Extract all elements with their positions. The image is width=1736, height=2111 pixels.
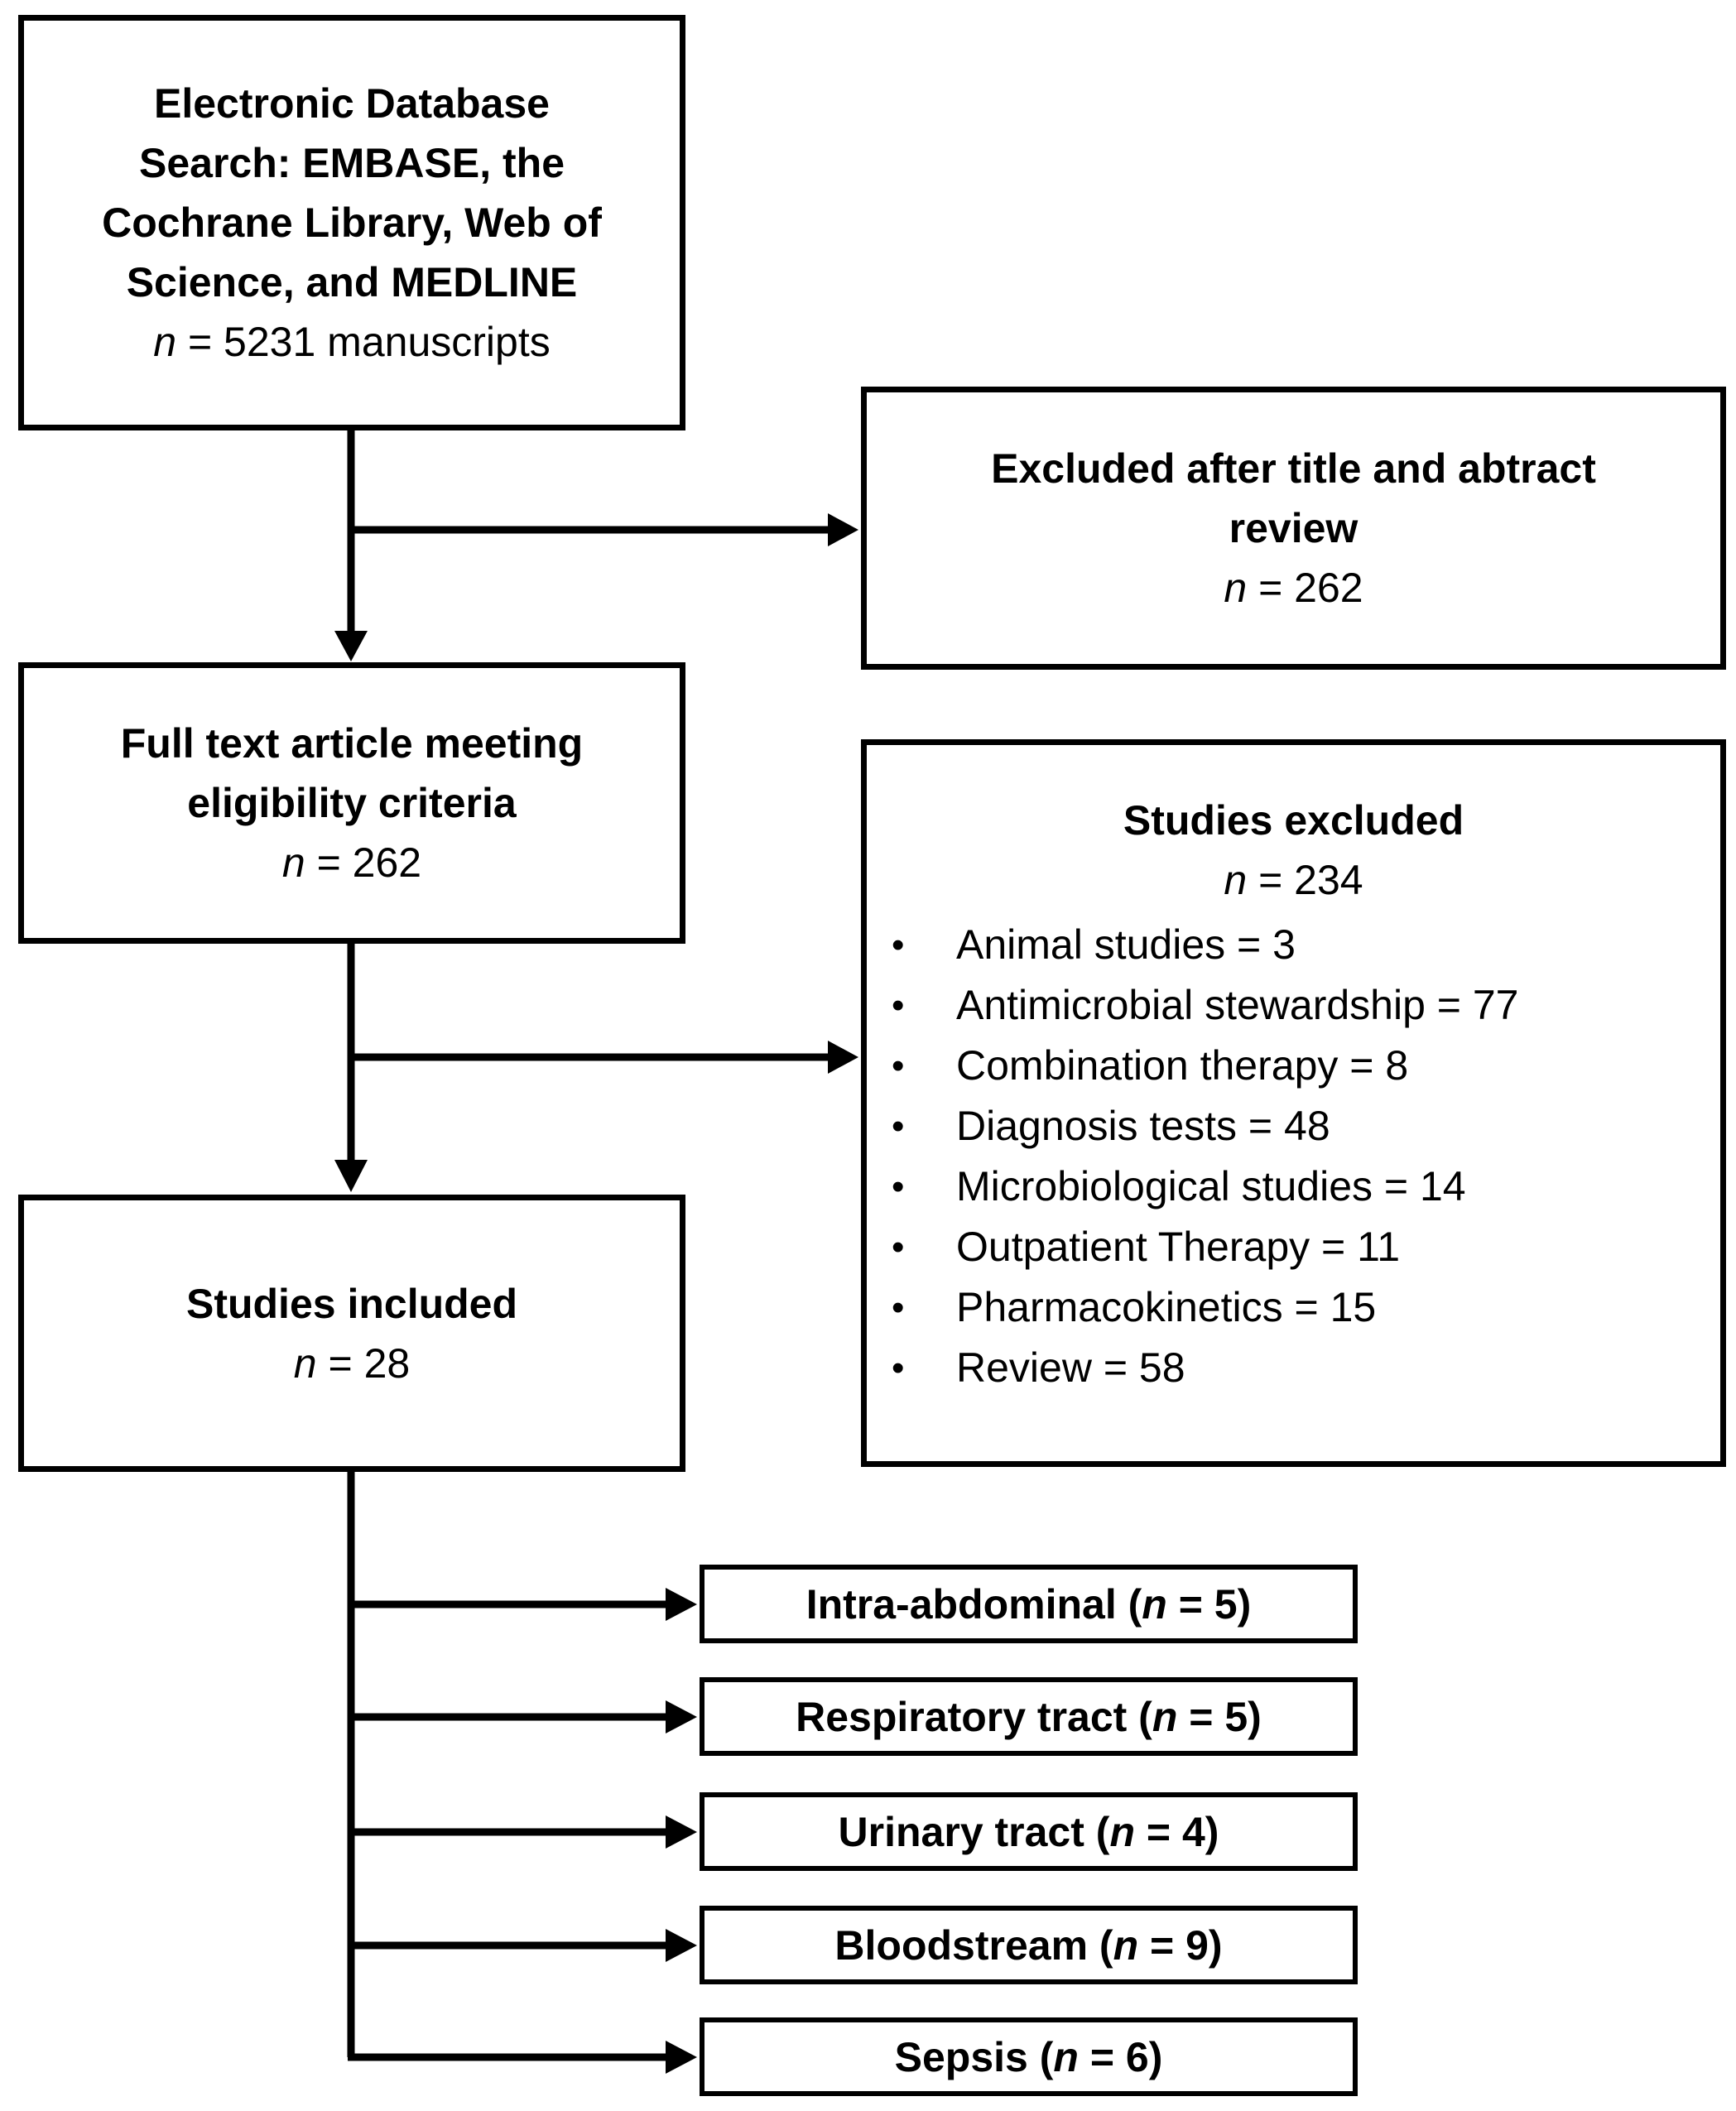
exclusion-item-label: Diagnosis tests = 48 (956, 1103, 1330, 1149)
exclusion-item-label: Animal studies = 3 (956, 921, 1296, 968)
studies-excluded-count: n = 234 (1224, 850, 1363, 910)
exclusion-item-label: Microbiological studies = 14 (956, 1163, 1466, 1209)
studies-excluded-title: Studies excluded (1123, 797, 1464, 844)
arrow-to-intra-abdominal (348, 1588, 697, 1621)
exclusion-item-outpatient-therapy: • Outpatient Therapy = 11 (867, 1217, 1720, 1277)
n-symbol: n (1053, 2033, 1079, 2080)
exclusion-item-combination-therapy: • Combination therapy = 8 (867, 1036, 1720, 1096)
fulltext-eligibility-count: n = 262 (282, 833, 421, 892)
title-line: Science, and MEDLINE (126, 259, 578, 305)
box-studies-excluded: Studies excluded n = 234 • Animal studies… (861, 739, 1726, 1467)
arrow-to-sepsis (348, 2041, 697, 2074)
outcome-count: = 5) (1177, 1693, 1262, 1740)
bullet-icon: • (892, 925, 905, 965)
bullet-icon: • (892, 1287, 905, 1328)
n-symbol: n (1152, 1693, 1178, 1740)
box-outcome-sepsis: Sepsis (n = 6) (700, 2017, 1358, 2096)
outcome-label: Urinary tract ( (838, 1808, 1110, 1855)
title-line: Search: EMBASE, the (138, 140, 565, 186)
outcome-count: = 6) (1078, 2033, 1163, 2080)
exclusion-reason-list: • Animal studies = 3 • Antimicrobial stewa… (867, 915, 1720, 1398)
box-database-search: Electronic Database Search: EMBASE, the … (18, 15, 685, 430)
exclusion-item-diagnosis-tests: • Diagnosis tests = 48 (867, 1096, 1720, 1156)
exclusion-item-label: Outpatient Therapy = 11 (956, 1224, 1401, 1270)
box-fulltext-eligibility: Full text article meeting eligibility cr… (18, 662, 685, 944)
title-line: Electronic Database (154, 80, 550, 127)
n-value: = 234 (1247, 857, 1363, 903)
exclusion-item-label: Review = 58 (956, 1344, 1185, 1391)
exclusion-item-label: Pharmacokinetics = 15 (956, 1284, 1377, 1330)
arrow-to-studies-excluded (351, 1041, 858, 1074)
database-search-count: n = 5231 manuscripts (153, 312, 550, 372)
exclusion-item-antimicrobial-stewardship: • Antimicrobial stewardship = 77 (867, 975, 1720, 1036)
outcome-label: Respiratory tract ( (796, 1693, 1152, 1740)
n-symbol: n (1113, 1921, 1139, 1969)
database-search-title: Electronic Database Search: EMBASE, the … (102, 74, 602, 312)
bullet-icon: • (892, 1046, 905, 1086)
outcome-label: Bloodstream ( (834, 1921, 1113, 1969)
exclusion-item-animal-studies: • Animal studies = 3 (867, 915, 1720, 975)
title-line: review (1229, 505, 1359, 551)
box-excluded-title-abstract: Excluded after title and abtract review … (861, 387, 1726, 670)
n-value: = 262 (1247, 565, 1363, 611)
exclusion-item-label: Combination therapy = 8 (956, 1042, 1409, 1089)
n-value: = 262 (305, 839, 422, 886)
box-studies-included: Studies included n = 28 (18, 1195, 685, 1472)
bullet-icon: • (892, 1227, 905, 1267)
n-symbol: n (1109, 1808, 1135, 1855)
bullet-icon: • (892, 985, 905, 1026)
excluded-title-abstract-count: n = 262 (1224, 558, 1363, 618)
studies-included-title: Studies included (185, 1280, 518, 1327)
bullet-icon: • (892, 1106, 905, 1147)
exclusion-item-pharmacokinetics: • Pharmacokinetics = 15 (867, 1277, 1720, 1338)
exclusion-item-microbiological-studies: • Microbiological studies = 14 (867, 1156, 1720, 1217)
bullet-icon: • (892, 1166, 905, 1207)
n-symbol: n (1224, 857, 1248, 903)
n-symbol: n (281, 839, 305, 886)
arrow-to-excluded-title-abstract (351, 513, 858, 546)
n-value: = 5231 manuscripts (176, 319, 551, 365)
title-line: Excluded after title and abtract (991, 445, 1596, 492)
arrow-fulltext-to-included (334, 940, 368, 1192)
n-symbol: n (1224, 565, 1248, 611)
outcome-count: = 5) (1166, 1580, 1252, 1628)
outcome-count: = 4) (1134, 1808, 1219, 1855)
box-outcome-urinary-tract: Urinary tract (n = 4) (700, 1792, 1358, 1871)
exclusion-item-review: • Review = 58 (867, 1338, 1720, 1398)
title-line: Full text article meeting (120, 720, 584, 767)
outcome-count: = 9) (1138, 1921, 1223, 1969)
bullet-icon: • (892, 1348, 905, 1388)
box-outcome-intra-abdominal: Intra-abdominal (n = 5) (700, 1565, 1358, 1643)
n-value: = 28 (316, 1339, 411, 1387)
arrow-to-bloodstream (348, 1929, 697, 1962)
outcome-label: Intra-abdominal ( (805, 1580, 1142, 1628)
exclusion-item-label: Antimicrobial stewardship = 77 (956, 982, 1519, 1028)
arrow-to-urinary-tract (348, 1815, 697, 1849)
arrow-to-respiratory-tract (348, 1700, 697, 1734)
n-symbol: n (153, 319, 177, 365)
arrow-search-to-fulltext (334, 427, 368, 661)
title-line: eligibility criteria (187, 780, 517, 826)
studies-included-count: n = 28 (294, 1334, 410, 1393)
n-symbol: n (293, 1339, 317, 1387)
fulltext-eligibility-title: Full text article meeting eligibility cr… (121, 714, 583, 833)
outcome-label: Sepsis ( (894, 2033, 1054, 2080)
excluded-title-abstract-title: Excluded after title and abtract review (991, 439, 1596, 558)
title-line: Cochrane Library, Web of (102, 200, 602, 246)
n-symbol: n (1142, 1580, 1167, 1628)
box-outcome-bloodstream: Bloodstream (n = 9) (700, 1906, 1358, 1984)
box-outcome-respiratory-tract: Respiratory tract (n = 5) (700, 1677, 1358, 1756)
